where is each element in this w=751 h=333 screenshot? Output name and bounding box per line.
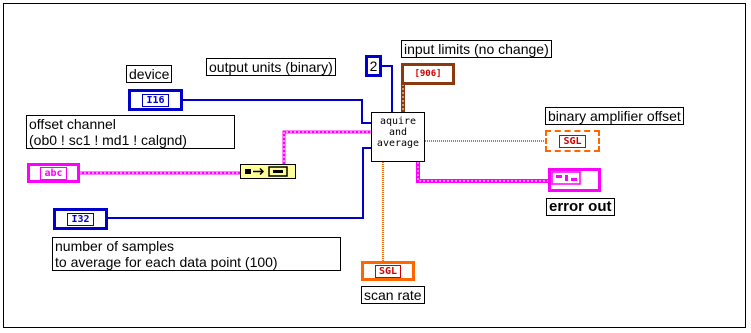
- device-type-text: I16: [142, 93, 169, 107]
- device-i16-terminal[interactable]: I16: [128, 89, 183, 111]
- samples-label: number of samples to average for each da…: [52, 237, 341, 271]
- convert-arrow-icon: [245, 166, 288, 177]
- error-cluster-icon: [551, 171, 581, 185]
- string-type-text: abc: [40, 166, 67, 180]
- acquire-and-average-subvi[interactable]: aquire and average: [371, 112, 425, 162]
- error-out-cluster-terminal[interactable]: [548, 168, 601, 192]
- input-limits-label: input limits (no change): [401, 40, 552, 58]
- input-limits-type-text: [906]: [414, 69, 442, 79]
- diagram-frame: [3, 3, 746, 328]
- offset-channel-label-line2: (ob0 ! sc1 ! md1 ! calgnd): [29, 132, 187, 148]
- input-limits-cluster-terminal[interactable]: [906]: [401, 63, 455, 85]
- samples-i32-terminal[interactable]: I32: [53, 208, 108, 230]
- offset-channel-label: offset channel (ob0 ! sc1 ! md1 ! calgnd…: [26, 115, 235, 149]
- device-wire: [183, 99, 371, 124]
- error-out-label: error out: [546, 198, 615, 216]
- subvi-text-line2: and: [388, 127, 408, 138]
- offset-channel-label-line1: offset channel: [29, 116, 116, 132]
- subvi-text-line3: average: [376, 138, 420, 149]
- subvi-text-line1: aquire: [379, 116, 417, 127]
- output-units-constant[interactable]: 2: [365, 55, 382, 77]
- samples-label-line2: to average for each data point (100): [55, 254, 278, 270]
- scan-rate-type-text: SGL: [374, 264, 402, 278]
- scan-rate-sgl-terminal[interactable]: SGL: [361, 261, 415, 281]
- device-label: device: [126, 65, 173, 83]
- output-units-label: output units (binary): [206, 58, 336, 76]
- string-to-array-converter[interactable]: [240, 164, 296, 179]
- samples-wire: [108, 147, 371, 219]
- binary-offset-type-text: SGL: [559, 134, 586, 148]
- offset-channel-string-terminal[interactable]: abc: [27, 163, 80, 183]
- scan-rate-label: scan rate: [361, 286, 425, 304]
- binary-offset-sgl-terminal[interactable]: SGL: [545, 130, 600, 152]
- samples-label-line1: number of samples: [55, 238, 175, 254]
- binary-offset-label: binary amplifier offset: [545, 107, 684, 125]
- samples-type-text: I32: [67, 212, 94, 226]
- converted-string-wire: [282, 130, 371, 172]
- error-out-wire: [416, 162, 548, 183]
